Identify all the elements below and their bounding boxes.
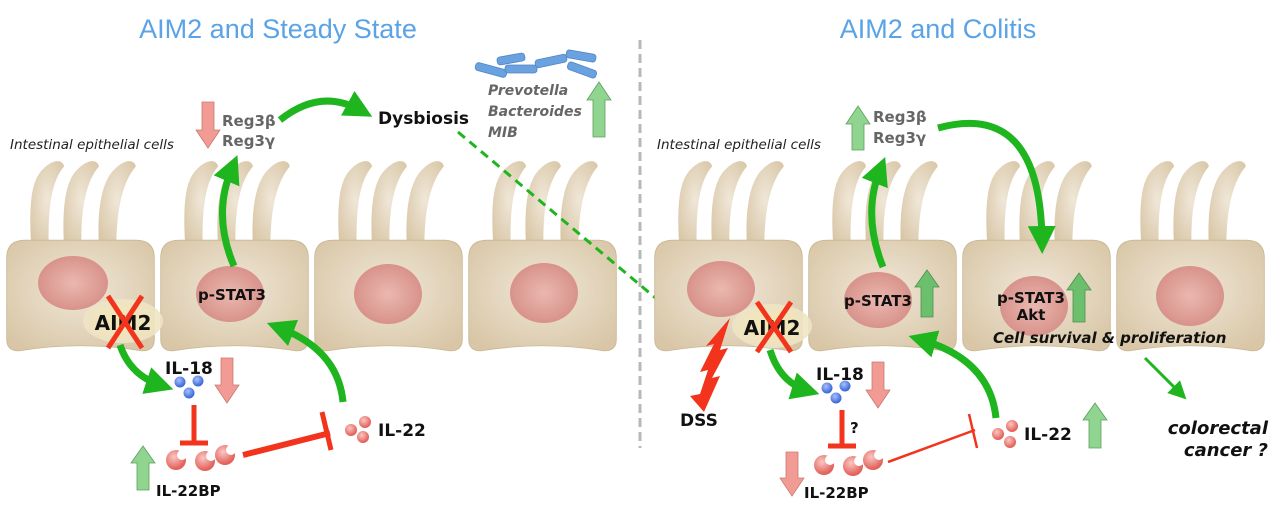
pstat3-label: p-STAT3 [844,292,912,310]
cell-survival-label: Cell survival & proliferation [993,329,1226,347]
up-arrow-icon [914,269,940,318]
pstat3-label: p-STAT3 [198,286,266,304]
inhibition-bar [967,413,979,449]
left-panel-title: AIM2 and Steady State [139,14,417,44]
il22-molecule-icon [345,416,371,443]
down-arrow-icon [195,101,221,149]
down-arrow-icon [214,357,240,404]
knockout-x-icon [754,300,794,354]
down-arrow-icon [779,451,805,497]
colorectal-label: colorectal [1168,418,1269,439]
epithelial-cell [160,160,309,352]
il18-label: IL-18 [816,365,864,385]
right-panel-title: AIM2 and Colitis [840,14,1037,44]
il22bp-molecule-icon [166,445,236,471]
il18-label: IL-18 [165,359,213,379]
bacteria-prevotella: Prevotella [488,83,568,99]
il18-molecule-icon [174,375,204,399]
question-mark: ? [850,419,859,437]
il22-label: IL-22 [378,421,426,441]
inhibition-line [242,430,331,458]
cancer-label: cancer ? [1184,440,1268,461]
nucleus [510,263,578,323]
activation-arrow [213,155,240,268]
down-arrow-icon [865,361,891,409]
bacteria-mib: MIB [488,125,518,141]
activation-arrow [116,343,174,394]
inhibition-bar [319,411,334,451]
il22bp-molecule-icon [814,450,884,476]
il22-molecule-icon [992,420,1018,448]
nucleus-pstat3-akt [1000,276,1068,336]
cell-label: Intestinal epithelial cells [657,137,821,153]
knockout-x-icon [105,294,145,350]
dss-lightning-icon [690,318,730,412]
activation-arrow [277,90,373,123]
dysbiosis-label: Dysbiosis [378,109,469,129]
akt-label: Akt [1017,306,1046,324]
activation-arrow [937,120,1056,254]
activation-arrow [266,319,347,403]
up-arrow-icon [1066,272,1092,323]
pstat3-akt-label: p-STAT3 [997,289,1065,307]
activation-arrow [861,156,888,269]
il22bp-label: IL-22BP [804,484,869,502]
il22bp-label: IL-22BP [156,482,221,500]
nucleus [38,256,108,310]
activation-arrow [908,330,1000,419]
nucleus-pstat3 [844,272,912,328]
reg3g-label: Reg3γ [222,132,275,150]
bacteria-bacteroides: Bacteroides [488,104,582,120]
up-arrow-icon [1082,402,1108,449]
up-arrow-icon [130,445,156,491]
nucleus [354,264,422,324]
il22-label: IL-22 [1024,425,1072,445]
bacteria-icon [474,49,598,79]
up-arrow-icon [586,81,612,138]
nucleus-pstat3 [196,266,264,322]
reg3g-label: Reg3γ [873,129,926,147]
cell-label: Intestinal epithelial cells [10,137,174,153]
dss-label: DSS [680,411,718,431]
reg3b-label: Reg3β [873,108,927,126]
up-arrow-icon [845,105,871,151]
inhibition-line [887,428,976,464]
il18-molecule-icon [821,380,851,404]
activation-arrow [766,348,820,400]
activation-arrow [1143,356,1187,400]
nucleus [687,261,755,317]
nucleus [1156,266,1224,326]
reg3b-label: Reg3β [222,112,276,130]
